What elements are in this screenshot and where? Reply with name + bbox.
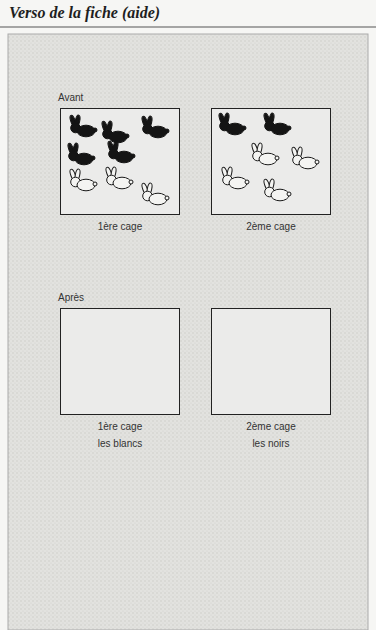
panel-ground (8, 34, 368, 630)
cage-note: les blancs (38, 438, 202, 449)
rule-line (0, 27, 376, 28)
cage-box: 2ème cageles noirs (211, 308, 331, 415)
cage-label: 2ème cage (189, 421, 353, 432)
cage-box: 2ème cage (211, 108, 331, 215)
cage-note: les noirs (189, 438, 353, 449)
cage-label: 2ème cage (189, 221, 353, 232)
cage-ground (60, 308, 180, 415)
section-heading: Avant (58, 92, 83, 103)
cage-ground (60, 108, 180, 215)
cage-box: 1ère cageles blancs (60, 308, 180, 415)
black-rabbits (67, 113, 291, 165)
cage-label: 1ère cage (38, 221, 202, 232)
worksheet-panel: AvantAprès1ère cage2ème cage1ère cageles… (8, 34, 368, 630)
section-heading: Après (58, 292, 84, 303)
cage-ground (211, 108, 331, 215)
white-rabbits (69, 143, 319, 205)
cage-label: 1ère cage (38, 421, 202, 432)
page-title: Verso de la fiche (aide) (9, 4, 160, 22)
cage-ground (211, 308, 331, 415)
cage-box: 1ère cage (60, 108, 180, 215)
